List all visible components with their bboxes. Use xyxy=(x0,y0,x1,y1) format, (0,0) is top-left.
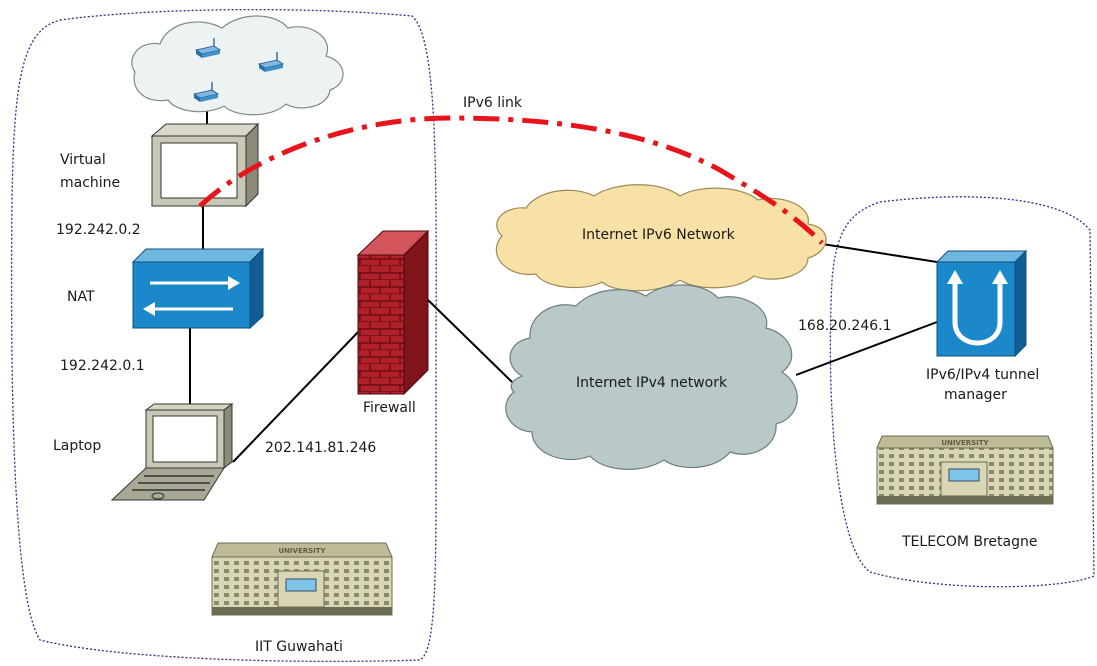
wifi-cloud xyxy=(131,15,344,116)
wifi-access-point-icon xyxy=(257,52,285,72)
university-building-icon: UNIVERSITY xyxy=(211,542,393,616)
laptop-icon xyxy=(110,403,234,501)
link-ipv6-tunnel xyxy=(815,242,938,263)
label-nat: NAT xyxy=(67,289,95,305)
label-ip-nat: 192.242.0.1 xyxy=(60,358,145,374)
label-tunnel-manager-1: IPv6/IPv4 tunnel xyxy=(926,367,1039,383)
label-ip-tunnel: 168.20.246.1 xyxy=(798,318,892,334)
wifi-access-point-icon xyxy=(194,38,222,58)
region-telecom-bretagne xyxy=(829,196,1095,588)
virtual-machine-icon xyxy=(150,122,260,208)
nat-router-icon xyxy=(131,247,265,330)
region-iit-guwahati xyxy=(10,8,437,663)
link-firewall-ipv4 xyxy=(427,299,513,383)
label-site-iit-guwahati: IIT Guwahati xyxy=(255,639,343,655)
internet-ipv6-cloud xyxy=(495,184,827,292)
firewall-icon xyxy=(356,229,430,396)
link-laptop-firewall xyxy=(232,329,361,463)
label-virtual-machine-1: Virtual xyxy=(60,152,106,168)
university-sign-left: UNIVERSITY xyxy=(278,547,326,555)
ipv6-link-line xyxy=(198,115,824,245)
label-ipv6-link: IPv6 link xyxy=(463,95,523,111)
label-firewall: Firewall xyxy=(363,400,416,416)
label-laptop: Laptop xyxy=(53,438,101,454)
label-ip-vm: 192.242.0.2 xyxy=(56,222,141,238)
label-internet-ipv6: Internet IPv6 Network xyxy=(582,227,736,243)
link-ipv4-tunnel xyxy=(795,321,938,376)
university-sign-right: UNIVERSITY xyxy=(941,439,989,447)
connection-lines xyxy=(189,100,938,463)
label-virtual-machine-2: machine xyxy=(60,175,120,191)
tunnel-manager-icon xyxy=(935,249,1028,358)
label-site-telecom-bretagne: TELECOM Bretagne xyxy=(901,534,1037,550)
university-building-icon: UNIVERSITY xyxy=(876,435,1054,505)
label-internet-ipv4: Internet IPv4 network xyxy=(576,375,728,391)
label-ip-laptop-wan: 202.141.81.246 xyxy=(265,440,376,456)
internet-ipv4-cloud xyxy=(505,284,798,470)
label-tunnel-manager-2: manager xyxy=(944,387,1007,403)
wifi-access-point-icon xyxy=(192,82,220,102)
